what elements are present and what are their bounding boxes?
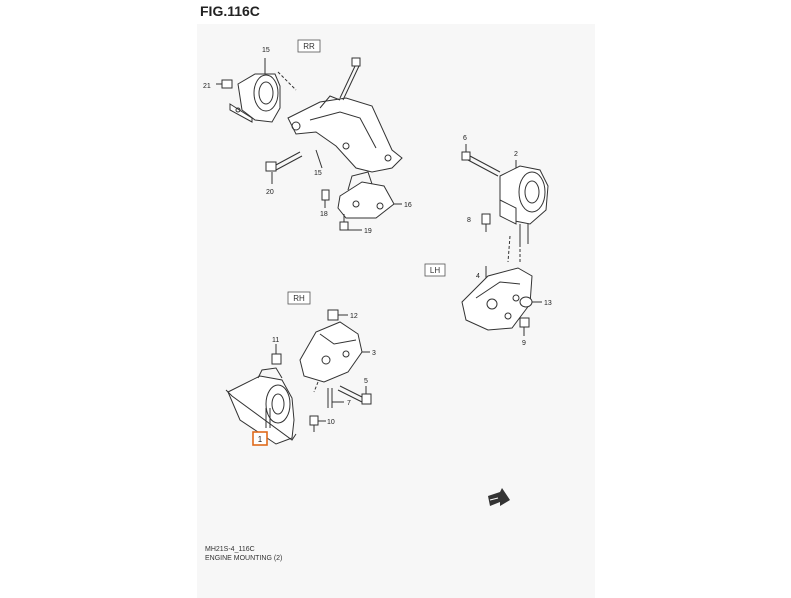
callout-18[interactable]: 18	[320, 211, 328, 218]
callout-12[interactable]: 12	[350, 313, 358, 320]
callout-1-selected[interactable]: 1	[252, 431, 268, 446]
callout-11[interactable]: 11	[272, 337, 279, 344]
callout-14[interactable]: 15	[262, 47, 270, 54]
tag-rh: RH	[287, 291, 311, 305]
tag-rr: RR	[297, 39, 321, 53]
callout-6[interactable]: 6	[463, 135, 467, 142]
part-13-nut[interactable]	[519, 296, 542, 308]
part-10-bolt[interactable]	[309, 415, 326, 432]
callout-2[interactable]: 2	[514, 151, 518, 158]
part-8-bolt[interactable]	[481, 213, 491, 232]
part-2-left-mount[interactable]	[499, 160, 549, 244]
callout-16[interactable]: 16	[404, 202, 412, 209]
part-11-nut[interactable]	[271, 344, 282, 365]
callout-21[interactable]: 21	[203, 83, 211, 90]
figure-caption: MH21S-4_116C ENGINE MOUNTING (2)	[205, 545, 282, 563]
front-arrow-icon	[488, 488, 510, 506]
part-12-nut[interactable]	[327, 309, 348, 321]
callout-8[interactable]: 8	[467, 217, 471, 224]
part-20-bolt[interactable]	[265, 151, 303, 184]
part-3-right-bracket[interactable]	[299, 321, 370, 393]
part-14-rear-mount[interactable]	[229, 58, 281, 123]
figure-code: MH21S-4_116C	[205, 546, 255, 553]
tag-lh: LH	[424, 263, 446, 277]
callout-20[interactable]: 20	[266, 189, 274, 196]
part-bolt-upper[interactable]	[339, 57, 361, 101]
callout-19[interactable]: 19	[364, 228, 372, 235]
part-16-lower-bracket[interactable]	[337, 171, 402, 219]
callout-10[interactable]: 10	[327, 419, 335, 426]
part-21-bolt[interactable]	[216, 79, 233, 89]
callout-5[interactable]: 5	[364, 378, 368, 385]
callout-7[interactable]: 7	[347, 400, 351, 407]
callout-13[interactable]: 13	[544, 300, 552, 307]
part-15-rear-bracket[interactable]	[287, 95, 403, 173]
callout-3[interactable]: 3	[372, 350, 376, 357]
callout-9[interactable]: 9	[522, 340, 526, 347]
part-19-bolt[interactable]	[339, 214, 362, 231]
svg-text:RH: RH	[293, 294, 305, 303]
part-1-right-mount[interactable]	[225, 367, 297, 445]
figure-name: ENGINE MOUNTING (2)	[205, 555, 283, 562]
figure-title: FIG.116C	[200, 3, 260, 19]
part-9-bolt[interactable]	[519, 317, 530, 336]
callout-4[interactable]: 4	[476, 273, 480, 280]
part-7-stud[interactable]	[327, 388, 344, 408]
part-6-bolt[interactable]	[461, 144, 501, 177]
part-18-stud[interactable]	[321, 189, 330, 208]
callout-15[interactable]: 15	[314, 170, 322, 177]
svg-text:RR: RR	[303, 42, 315, 51]
svg-text:LH: LH	[430, 266, 440, 275]
svg-text:1: 1	[258, 435, 263, 444]
part-5-bolt[interactable]	[337, 385, 372, 405]
